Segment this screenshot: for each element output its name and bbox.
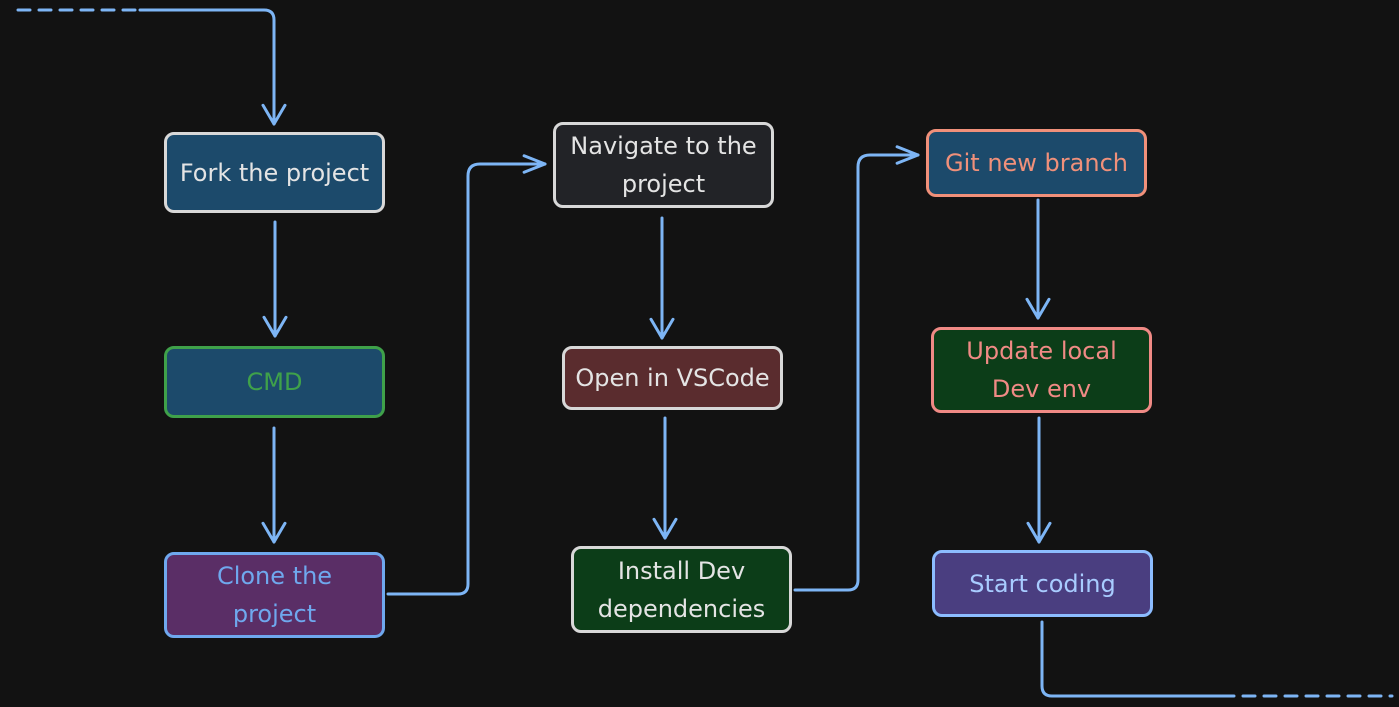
clone-to-navigate-connector (386, 162, 547, 596)
update-local-env-node[interactable]: Update local Dev env (931, 327, 1152, 413)
arrowhead-icon (1025, 297, 1051, 320)
navigate-project-node[interactable]: Navigate to the project (553, 122, 774, 208)
connector-layer (16, 8, 1394, 698)
arrowhead-icon (652, 517, 678, 540)
node-label: Git new branch (945, 149, 1128, 177)
arrowhead-icon (895, 145, 920, 165)
arrowhead-icon (522, 154, 547, 174)
fork-project-node[interactable]: Fork the project (164, 132, 385, 213)
node-label-line-1: Clone the (216, 562, 333, 590)
node-label-line-2: Dev env (991, 375, 1092, 403)
entry-connector (138, 8, 276, 126)
node-label-line-1: Install Dev (617, 556, 746, 585)
node-label-line-2: project (621, 170, 706, 198)
start-coding-node[interactable]: Start coding (932, 550, 1153, 617)
install-to-branch-connector (793, 153, 920, 592)
node-label: Start coding (969, 569, 1116, 598)
cmd-node[interactable]: CMD (164, 346, 385, 418)
arrowhead-icon (261, 103, 287, 126)
node-label-line-2: project (232, 600, 317, 628)
node-label: CMD (246, 368, 303, 396)
arrowhead-icon (262, 315, 288, 338)
git-new-branch-node[interactable]: Git new branch (926, 129, 1147, 197)
node-label-line-2: dependencies (597, 594, 766, 623)
clone-project-node[interactable]: Clone the project (164, 552, 385, 638)
arrowhead-icon (261, 521, 287, 544)
arrowhead-icon (1026, 521, 1052, 544)
install-dev-deps-node[interactable]: Install Dev dependencies (571, 546, 792, 633)
node-label: Open in VSCode (575, 364, 770, 392)
start-exit-connector (1040, 620, 1224, 698)
node-label: Fork the project (179, 158, 370, 187)
node-label-line-1: Navigate to the (570, 132, 757, 160)
node-label-line-1: Update local (966, 337, 1117, 365)
arrowhead-icon (649, 317, 675, 340)
open-vscode-node[interactable]: Open in VSCode (562, 346, 783, 410)
